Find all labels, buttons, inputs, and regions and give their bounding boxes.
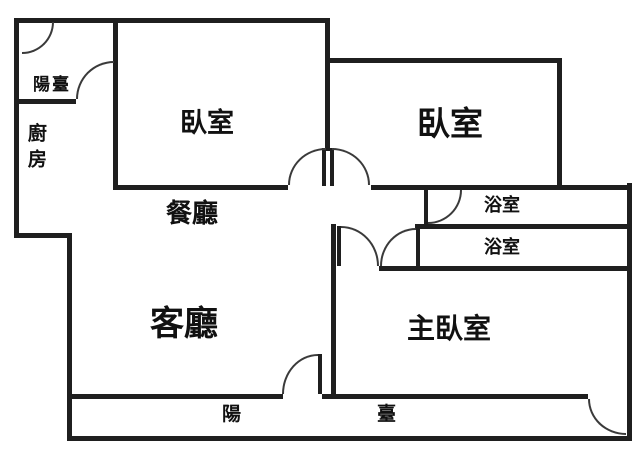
door-arc-living-balcony	[282, 354, 318, 394]
room-label-bathroom-upper: 浴室	[484, 195, 520, 216]
door-arc-bathroom-lower	[380, 228, 416, 266]
room-label-dining-room: 餐廳	[166, 199, 219, 229]
wall-bathrooms-divider	[415, 224, 632, 229]
wall-outer-step-left	[14, 233, 72, 238]
door-leaf-bathroom-lower	[416, 228, 420, 266]
wall-outer-top-left	[14, 18, 330, 23]
wall-balcony-bottom-a	[67, 394, 283, 399]
wall-master-bedroom-top	[379, 266, 632, 271]
room-label-bedroom-right: 臥室	[417, 104, 483, 143]
door-arc-bedroom-left	[288, 148, 326, 185]
wall-central-bedrooms	[325, 18, 330, 151]
door-arc-master-bedroom	[341, 226, 379, 266]
door-leaf-bathroom-upper	[424, 190, 428, 226]
wall-bedroom-left-bottom	[113, 185, 288, 190]
door-arc-bedroom-right	[332, 148, 370, 185]
wall-balcony-bottom-b	[322, 394, 588, 399]
wall-bedroom-right-top	[327, 58, 562, 63]
door-leaf-balcony	[318, 354, 322, 394]
room-label-balcony-top: 陽臺	[33, 75, 71, 95]
room-label-kitchen: 廚房	[24, 123, 47, 175]
wall-balcony-top-bottom	[14, 99, 76, 104]
wall-outer-left-upper	[14, 18, 19, 238]
door-arc-bathroom-upper	[428, 190, 462, 224]
wall-living-master	[331, 224, 336, 399]
wall-outer-bottom	[67, 436, 632, 441]
room-label-master-bedroom: 主臥室	[407, 312, 492, 345]
door-arc-balcony-kitchen	[76, 61, 114, 99]
wall-bedroom-right-bottom	[371, 185, 632, 190]
room-label-living-room: 客廳	[150, 304, 218, 344]
door-leaf-master-bedroom	[337, 226, 341, 266]
room-label-bedroom-left: 臥室	[180, 108, 234, 139]
wall-kitchen-bedroom	[113, 18, 118, 190]
room-label-balcony-bottom-left: 陽	[222, 403, 242, 425]
wall-outer-left-lower	[67, 233, 72, 441]
room-label-balcony-bottom-right: 臺	[377, 403, 397, 425]
wall-outer-right	[627, 183, 632, 441]
door-arc-balcony-end	[588, 399, 626, 435]
room-label-bathroom-lower: 浴室	[484, 237, 520, 258]
door-arc-balcony-top	[22, 22, 54, 54]
wall-bedroom-right-side	[557, 58, 562, 190]
